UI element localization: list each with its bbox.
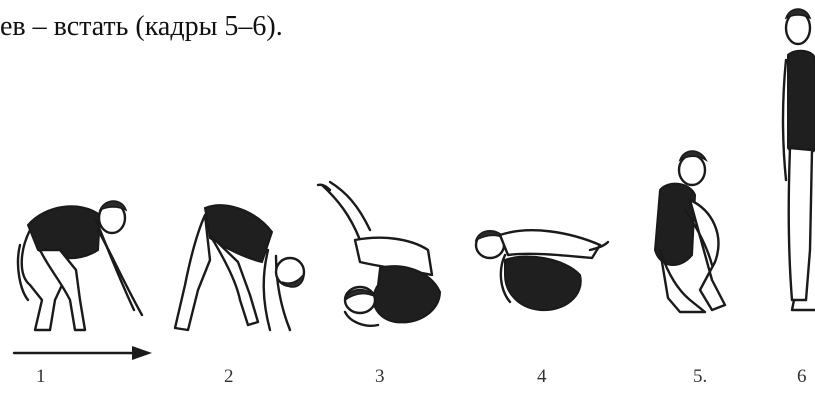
frame-label-2: 2	[224, 366, 234, 387]
frame-label-3: 3	[375, 366, 385, 387]
frame-label-1: 1	[36, 366, 46, 387]
figure-frame-4	[474, 229, 610, 312]
figure-frame-2	[173, 204, 306, 332]
figure-frame-1	[16, 200, 144, 332]
frame-label-5: 5.	[693, 366, 708, 387]
figure-frame-3	[316, 180, 442, 327]
direction-arrow	[12, 346, 152, 360]
caption-text: ев – встать (кадры 5–6).	[0, 11, 283, 42]
frame-label-6: 6	[797, 366, 807, 387]
figure-frame-6	[781, 8, 815, 312]
frame-label-4: 4	[537, 366, 547, 387]
figure-frame-5	[653, 150, 727, 314]
